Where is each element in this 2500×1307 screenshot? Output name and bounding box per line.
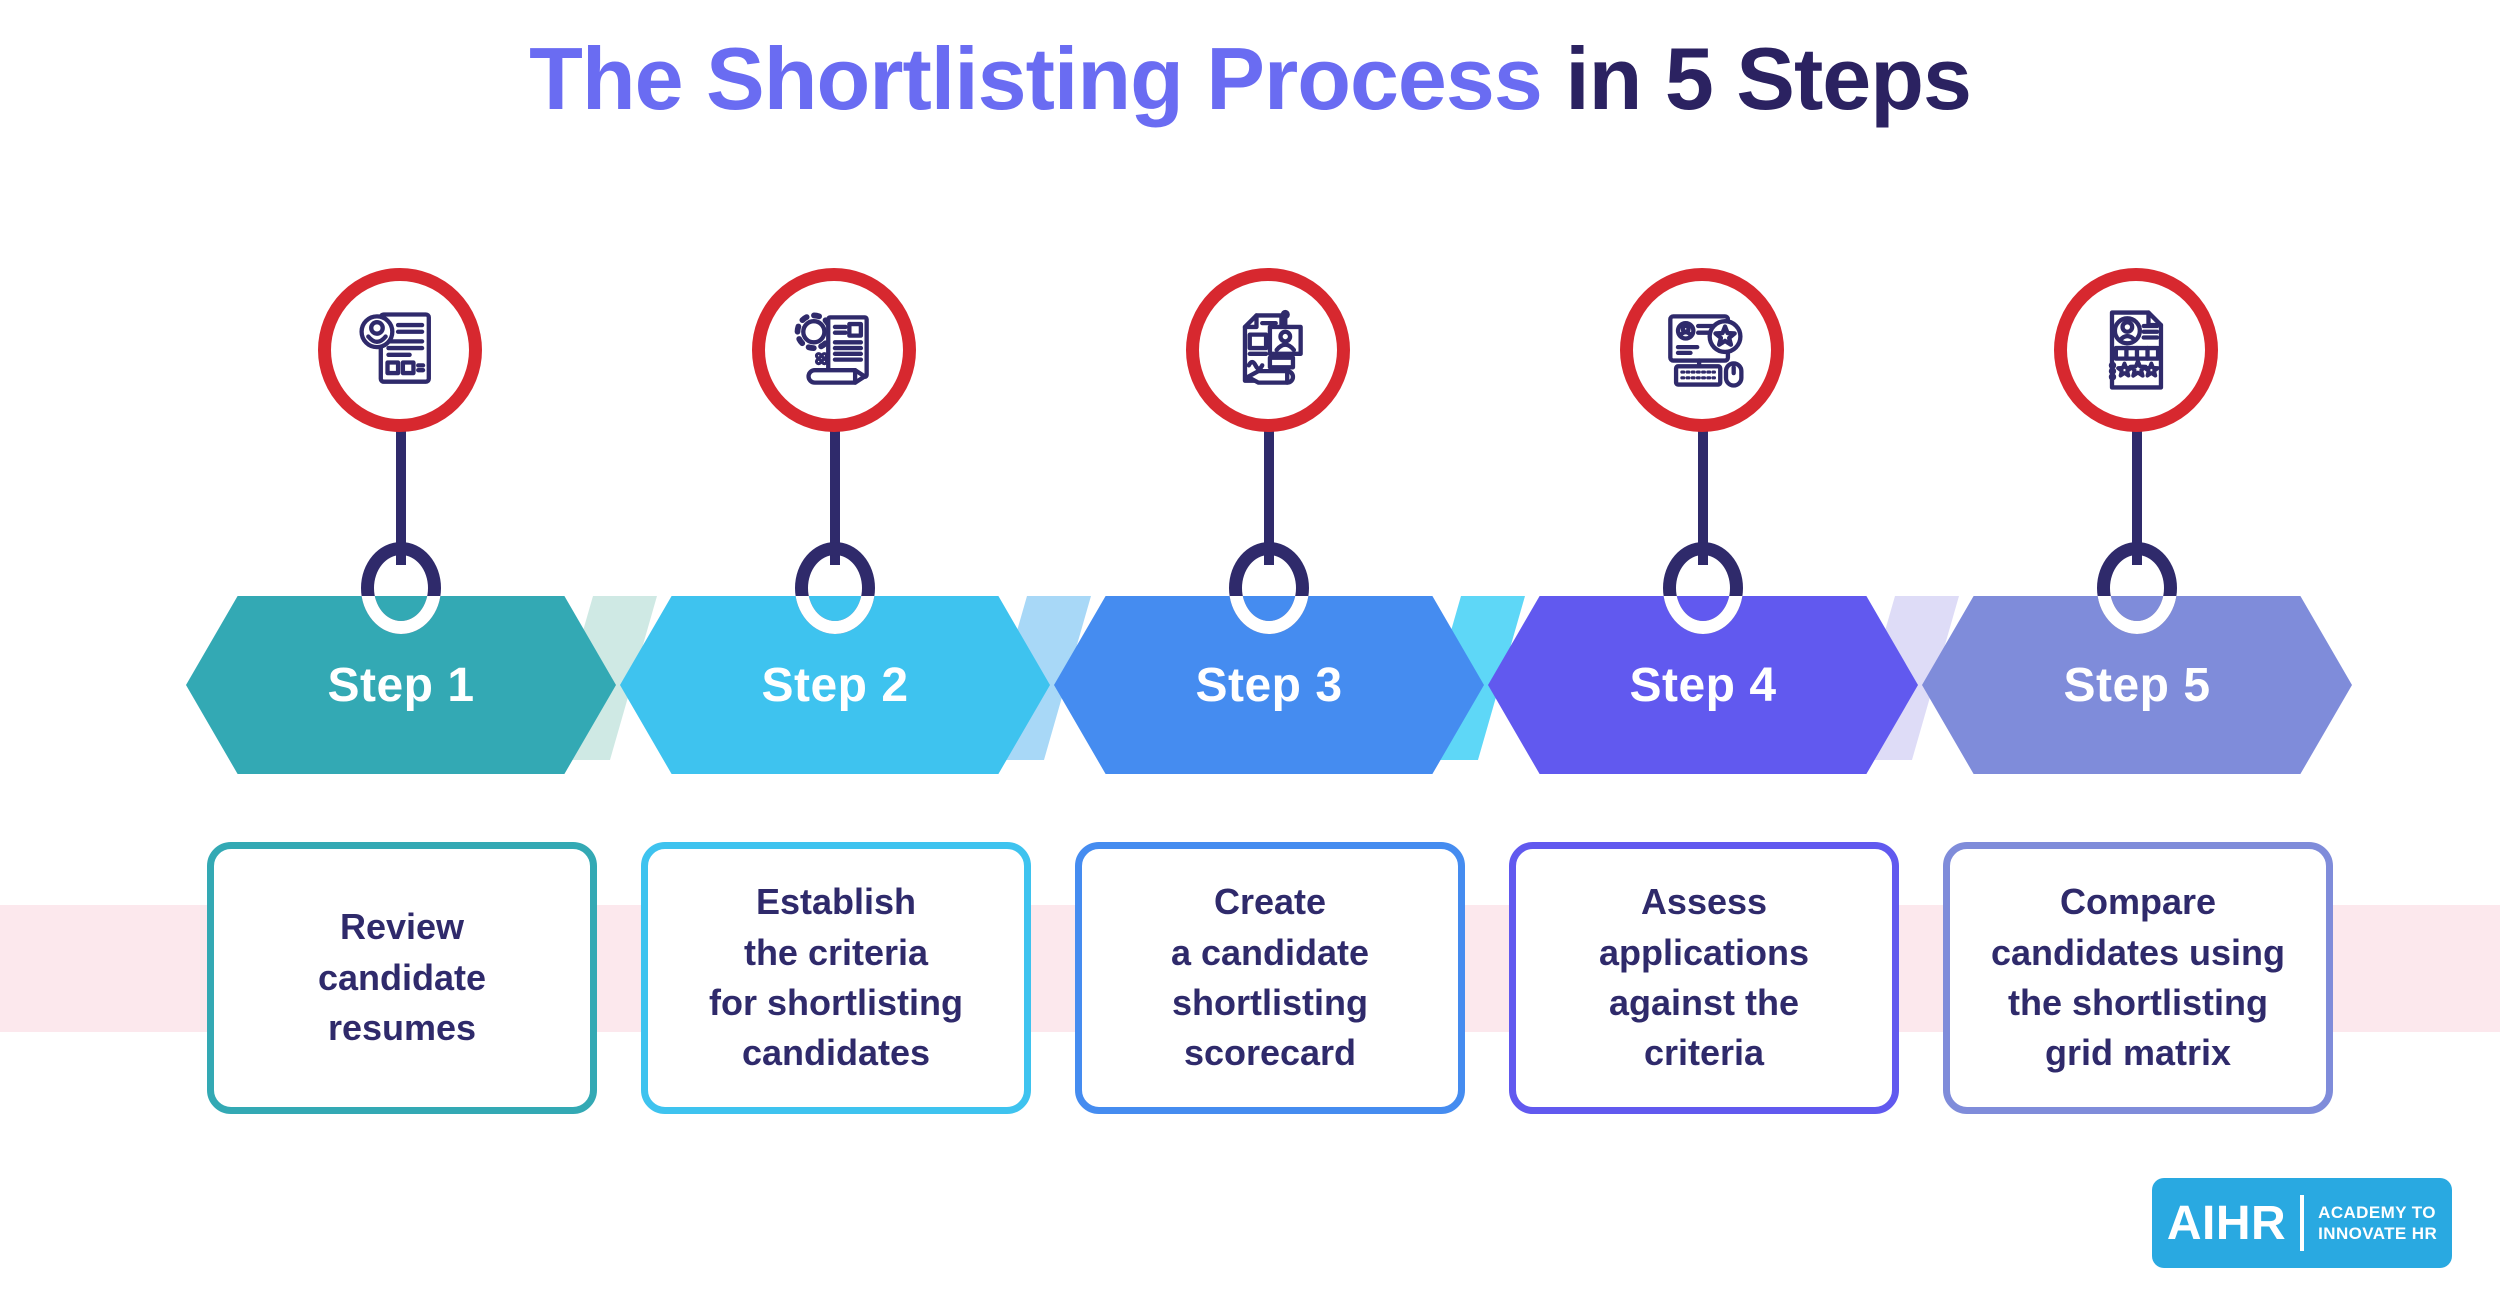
connector-line (830, 415, 840, 565)
step-label: Step 1 (327, 658, 475, 712)
logo-tagline: ACADEMY TO INNOVATE HR (2318, 1202, 2437, 1245)
description-card: Create a candidate shortlisting scorecar… (1075, 842, 1465, 1114)
step-icon-badge (1186, 268, 1350, 432)
connector-line (1264, 415, 1274, 565)
logo-wordmark: AIHR (2166, 1196, 2287, 1250)
connector-line (1698, 415, 1708, 565)
computer-star-icon (1668, 314, 1744, 388)
step-ring (795, 542, 875, 634)
title-accent: The Shortlisting Process (529, 29, 1543, 128)
profile-stars-icon (2108, 310, 2164, 390)
step-label: Step 2 (761, 658, 909, 712)
aihr-logo: AIHR ACADEMY TO INNOVATE HR (2152, 1178, 2452, 1268)
description-card: Review candidate resumes (207, 842, 597, 1114)
page-title: The Shortlisting Process in 5 Steps (0, 28, 2500, 130)
step-ring (1229, 542, 1309, 634)
step-ring (2097, 542, 2177, 634)
title-suffix: in 5 Steps (1565, 29, 1972, 128)
logo-tagline-line2: INNOVATE HR (2318, 1224, 2438, 1243)
step-icon-badge (752, 268, 916, 432)
logo-divider (2300, 1195, 2305, 1251)
step-column-2: Step 2 Establish the criteria for shortl… (545, 0, 1053, 1307)
description-text: Review candidate resumes (317, 906, 487, 1049)
step-ring (1663, 542, 1743, 634)
step-label: Step 3 (1195, 658, 1343, 712)
description-card: Establish the criteria for shortlisting … (641, 842, 1031, 1114)
description-text: Create a candidate shortlisting scorecar… (1170, 881, 1370, 1074)
step-icon-badge (1620, 268, 1784, 432)
description-text: Assess applications against the criteria (1598, 881, 1810, 1074)
resume-review-icon (359, 312, 431, 384)
logo-tagline-line1: ACADEMY TO (2318, 1202, 2436, 1222)
step-column-4: Step 4 Assess applications against the c… (1413, 0, 1921, 1307)
description-text: Compare candidates using the shortlistin… (1990, 881, 2286, 1074)
connector-line (2132, 415, 2142, 565)
description-card: Compare candidates using the shortlistin… (1943, 842, 2333, 1114)
scorecard-pencil-icon (1242, 309, 1303, 385)
step-icon-badge (318, 268, 482, 432)
step-column-1: Step 1 Review candidate resumes (185, 0, 619, 1307)
step-column-5: Step 5 Compare candidates using the shor… (1847, 0, 2355, 1307)
description-card: Assess applications against the criteria (1509, 842, 1899, 1114)
step-ring (361, 542, 441, 634)
step-column-3: Step 3 Create a candidate shortlisting s… (979, 0, 1487, 1307)
step-label: Step 4 (1629, 658, 1777, 712)
criteria-gear-pencil-icon (794, 312, 869, 385)
connector-line (396, 415, 406, 565)
step-label: Step 5 (2063, 658, 2211, 712)
step-icon-badge (2054, 268, 2218, 432)
description-text: Establish the criteria for shortlisting … (709, 881, 963, 1074)
